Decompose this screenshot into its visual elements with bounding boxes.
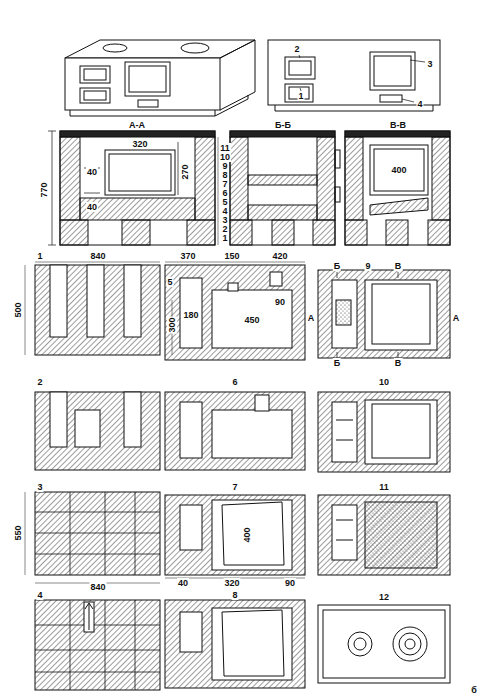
dimension-label: 90 — [274, 297, 286, 307]
dimension-label: В — [394, 261, 403, 271]
dimension-label: 400 — [390, 165, 407, 175]
dimension-label: Б-Б — [274, 120, 292, 130]
dimension-label: 320 — [131, 139, 148, 149]
dimension-label: 1 — [36, 251, 43, 261]
dimension-label: А — [452, 313, 461, 323]
dimension-label: А-А — [128, 120, 146, 130]
dimension-label: 40 — [86, 202, 98, 212]
dimension-label: 550 — [13, 524, 23, 541]
dimension-label: 180 — [182, 310, 199, 320]
dimension-label: А — [307, 313, 316, 323]
dimension-label: В — [394, 358, 403, 368]
dimension-label: 3 — [36, 482, 43, 492]
dimension-label: 6 — [231, 377, 238, 387]
dimension-label: 12 — [378, 592, 390, 602]
dimension-label: 1 — [221, 233, 228, 243]
dimension-label: 840 — [89, 582, 106, 592]
dimension-label: 450 — [243, 315, 260, 325]
dimension-label: 500 — [13, 301, 23, 318]
dimension-label: 420 — [271, 251, 288, 261]
dimension-label: В-В — [389, 120, 407, 130]
dimension-label: 400 — [242, 526, 252, 543]
dimension-label: 370 — [179, 251, 196, 261]
dimension-label: 3 — [426, 59, 433, 69]
dimension-label: 150 — [223, 251, 240, 261]
dimension-label: 770 — [39, 181, 49, 198]
dimension-label: Б — [333, 261, 341, 271]
dimension-label: 7 — [231, 482, 238, 492]
dimension-label: 300 — [167, 316, 177, 333]
dimension-label: 10 — [378, 377, 390, 387]
dimension-label: 2 — [293, 44, 300, 54]
dimension-label: 4 — [416, 99, 423, 109]
dimension-label: 9 — [364, 261, 371, 271]
dimension-label: 40 — [86, 167, 98, 177]
dimension-label: 8 — [231, 590, 238, 600]
dimension-label: 840 — [89, 251, 106, 261]
dimension-label: 5 — [166, 277, 173, 287]
dimension-label: Б — [333, 358, 341, 368]
dimension-label: 270 — [180, 163, 190, 180]
dimension-label: б — [470, 685, 478, 695]
dimension-label: 40 — [177, 578, 189, 588]
dimension-label: 11 — [378, 482, 390, 492]
dimension-label: 320 — [223, 578, 240, 588]
dimension-label: 2 — [36, 377, 43, 387]
dimension-label: 90 — [284, 578, 296, 588]
dimension-label: 4 — [36, 590, 43, 600]
dimension-label: 1 — [297, 91, 304, 101]
